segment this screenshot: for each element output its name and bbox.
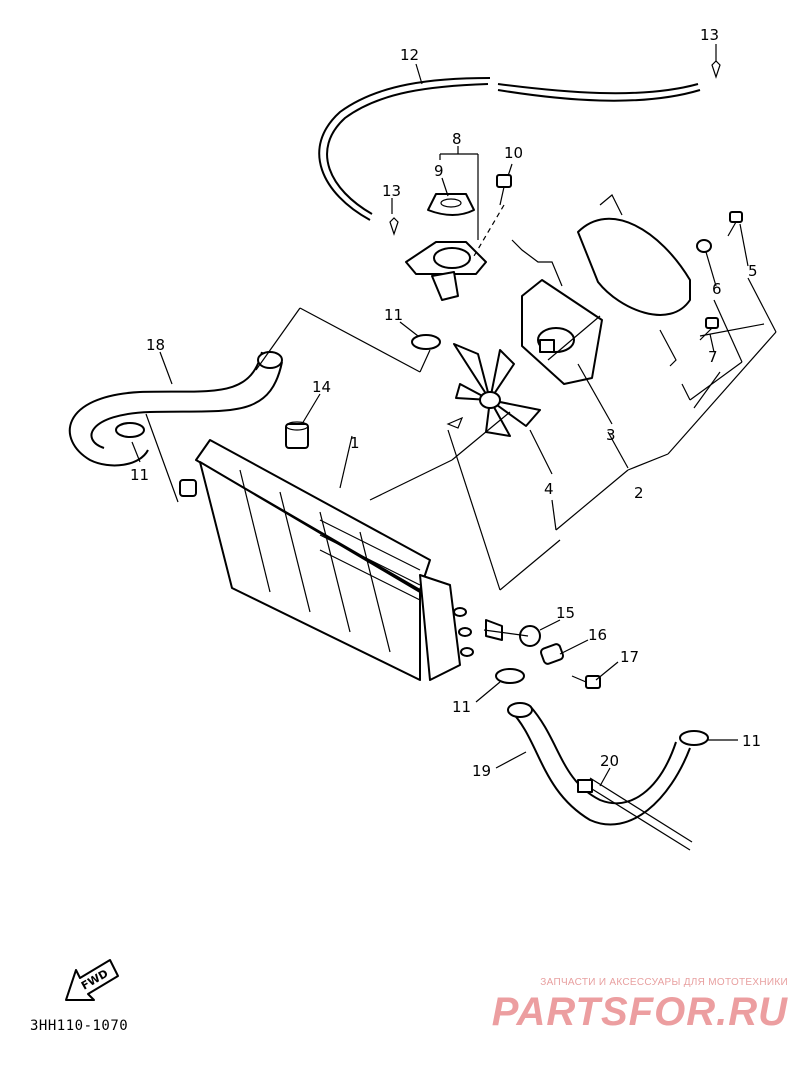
fwd-arrow-icon: FWD [65, 959, 119, 1001]
callout-11-left: 11 [130, 466, 149, 484]
callout-11-bottom: 11 [452, 698, 471, 716]
part-grommet-15 [519, 625, 541, 647]
callout-1: 1 [350, 434, 360, 452]
part-radiator [195, 439, 474, 681]
part-fan-shroud [577, 194, 691, 367]
part-collar-16 [539, 643, 565, 665]
callout-19: 19 [472, 762, 491, 780]
callout-labels: 1 2 3 4 5 6 7 8 9 10 11 11 11 11 12 13 1… [130, 26, 761, 780]
callout-18: 18 [146, 336, 165, 354]
part-screw-5 [727, 211, 743, 237]
catalog-code: 3HH110-1070 [30, 1018, 129, 1034]
callout-6: 6 [712, 280, 722, 298]
part-washer-6 [696, 239, 712, 253]
callout-14: 14 [312, 378, 331, 396]
callout-7: 7 [708, 348, 718, 366]
part-bolt-10 [496, 174, 512, 206]
callout-11-right: 11 [742, 732, 761, 750]
part-bolt-17 [571, 675, 601, 689]
part-hose-clip [389, 60, 721, 236]
callout-4: 4 [544, 480, 554, 498]
callout-12: 12 [400, 46, 419, 64]
part-cable-tie [577, 777, 693, 851]
part-filler-neck [405, 241, 487, 301]
callout-5: 5 [748, 262, 758, 280]
callout-20: 20 [600, 752, 619, 770]
callout-8: 8 [452, 130, 462, 148]
part-bolt-7 [699, 317, 719, 341]
part-overflow-hose [318, 77, 701, 221]
watermark-caption: ЗАПЧАСТИ И АКСЕССУАРЫ ДЛЯ МОТОТЕХНИКИ [540, 977, 788, 988]
part-drain-cap [285, 421, 309, 449]
callout-9: 9 [434, 162, 444, 180]
part-lower-hose [507, 702, 691, 826]
part-fan-motor [521, 279, 603, 385]
callout-16: 16 [588, 626, 607, 644]
callout-13-mid: 13 [382, 182, 401, 200]
callout-10: 10 [504, 144, 523, 162]
part-fan-blade [446, 343, 541, 437]
callout-13-top: 13 [700, 26, 719, 44]
watermark-logo: PARTSFOR.RU [491, 990, 788, 1034]
callout-3: 3 [606, 426, 616, 444]
leader-lines [131, 44, 777, 787]
callout-2: 2 [634, 484, 644, 502]
part-upper-hose [68, 351, 283, 467]
callout-15: 15 [556, 604, 575, 622]
part-hose-clamp [115, 334, 709, 746]
callout-17: 17 [620, 648, 639, 666]
callout-11-top: 11 [384, 306, 403, 324]
part-radiator-cap [427, 193, 475, 216]
